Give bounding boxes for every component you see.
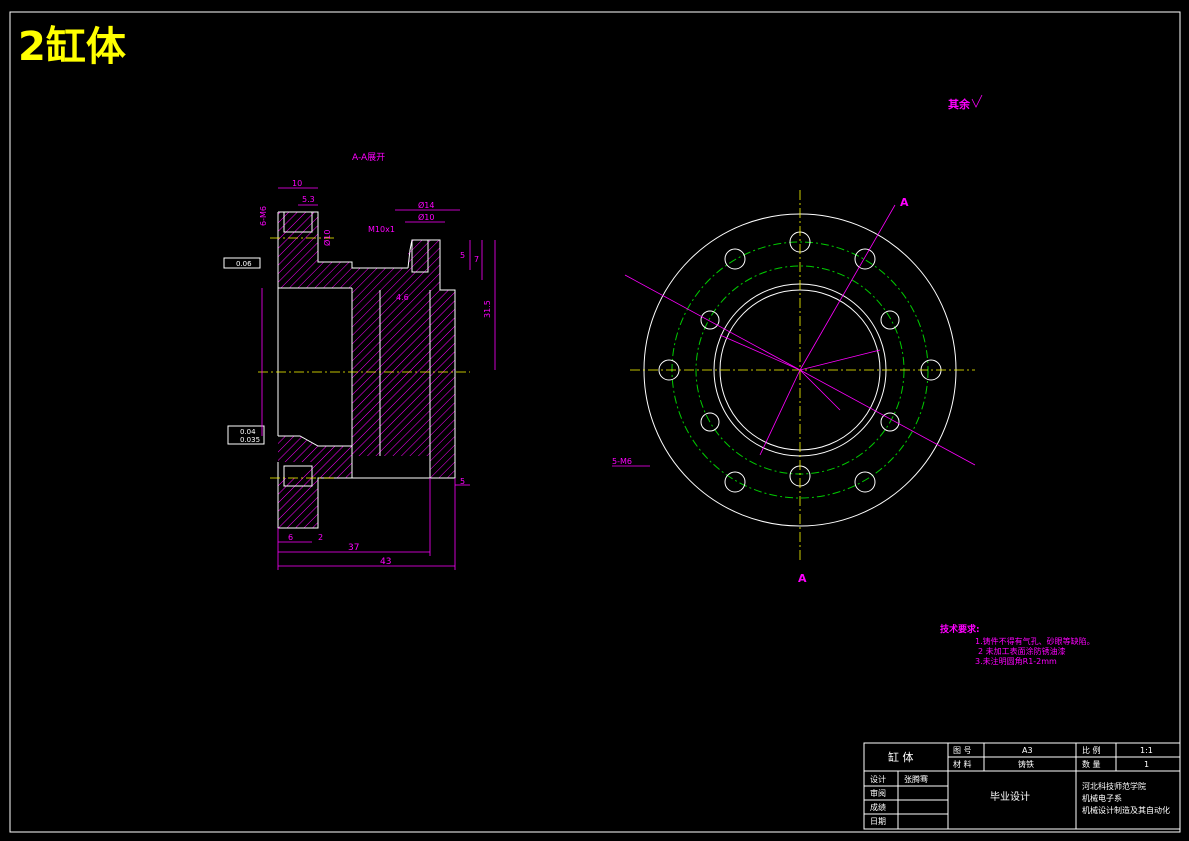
- section-marker-top: A: [900, 196, 909, 209]
- tapped-hole-top: [283, 211, 313, 233]
- qty-value: 1: [1144, 760, 1149, 769]
- tech-req-heading: 技术要求:: [940, 623, 980, 635]
- roughness-symbol-icon: [971, 94, 983, 108]
- tapped-hole: [880, 310, 900, 330]
- material-value: 铸铁: [1018, 759, 1034, 769]
- drawing-border: [9, 11, 1181, 833]
- dim-text-5-3: 5.3: [302, 195, 315, 204]
- drawing-title: 2缸体: [18, 24, 126, 70]
- tech-requirements: 技术要求: 1.铸件不得有气孔、砂眼等缺陷。 2 未加工表面涂防锈油漆 3.未注…: [940, 623, 1095, 666]
- drawing-no: A3: [1022, 746, 1033, 755]
- tolerance-frame-top: [223, 257, 261, 269]
- drawing-no-label: 图 号: [953, 746, 972, 755]
- dim-text-2: 2: [318, 533, 323, 542]
- tapped-hole-bottom: [283, 465, 313, 487]
- bolt-hole: [724, 248, 746, 270]
- designer-name: 张腾骞: [904, 774, 928, 784]
- chamfer-line: [278, 435, 352, 447]
- outline-bottom-step: [351, 456, 430, 479]
- roughness-note: 其余: [948, 97, 971, 111]
- date-label: 日期: [870, 817, 886, 826]
- project-name: 毕业设计: [990, 790, 1030, 803]
- diameter-leader-4: [799, 349, 881, 371]
- section-marker-bottom: A: [798, 572, 807, 585]
- dim-text-5: 5: [460, 251, 465, 260]
- review-label: 审阅: [870, 788, 886, 798]
- dim-text-6: 6: [288, 533, 293, 542]
- diameter-leader-3: [719, 334, 801, 371]
- bolt-hole: [854, 248, 876, 270]
- section-label: A-A展开: [352, 152, 385, 163]
- material-label: 材 料: [953, 759, 972, 769]
- dim-text-10: 10: [292, 179, 302, 188]
- title-block: 缸 体 图 号 A3 材 料 铸铁 比 例 1:1 数 量 1 设计 张腾骞 审…: [863, 742, 1181, 830]
- diameter-leader-2: [799, 369, 841, 411]
- tech-req-item: 3.未注明圆角R1-2mm: [975, 656, 1057, 666]
- section-hatch: [278, 212, 455, 528]
- dim-text-d10b: Ø10: [418, 212, 434, 222]
- dim-text-m6: 6-M6: [259, 206, 268, 226]
- score-label: 成绩: [870, 802, 886, 812]
- dim-text-5r: 5: [460, 477, 465, 486]
- dim-text-31-5: 31.5: [483, 300, 492, 318]
- scale-value: 1:1: [1140, 746, 1153, 755]
- bolt-hole: [854, 471, 876, 493]
- dim-text-d14: Ø14: [418, 200, 434, 210]
- dim-text-m10: M10x1: [368, 225, 395, 234]
- part-name: 缸 体: [888, 750, 914, 764]
- tapped-hole: [880, 412, 900, 432]
- dim-text-4-6: 4.6: [396, 293, 409, 302]
- section-cut-arm: [799, 204, 896, 371]
- outline-right: [407, 239, 456, 479]
- tech-req-item: 2 未加工表面涂防锈油漆: [978, 646, 1066, 656]
- design-label: 设计: [870, 774, 886, 784]
- dim-text-43: 43: [380, 557, 391, 567]
- tolerance-value-top: 0.06: [236, 260, 252, 268]
- tolerance-value-mid: 0.04: [240, 428, 256, 436]
- qty-label: 数 量: [1082, 759, 1101, 769]
- scale-label: 比 例: [1082, 745, 1101, 755]
- bolt-hole-label: 5-M6: [612, 457, 632, 466]
- dim-text-7: 7: [474, 255, 479, 264]
- dim-text-37: 37: [348, 543, 359, 553]
- major-name: 机械设计制造及其自动化: [1082, 805, 1170, 815]
- port-hole: [411, 239, 429, 273]
- tolerance-frame-mid: [227, 425, 265, 445]
- front-view: A A 5-M6: [612, 190, 976, 585]
- diameter-leader-1: [759, 369, 801, 456]
- bolt-hole: [724, 471, 746, 493]
- school-name: 河北科技师范学院: [1082, 781, 1146, 791]
- tapped-hole: [700, 310, 720, 330]
- dim-text-d10: Ø10: [322, 230, 332, 246]
- department-name: 机械电子系: [1082, 793, 1122, 803]
- section-view: A-A展开 10 5.3 6-M6 Ø10 M10x1 Ø14 Ø10: [223, 152, 496, 570]
- tolerance-value-mid2: 0.035: [240, 436, 260, 444]
- tech-req-item: 1.铸件不得有气孔、砂眼等缺陷。: [975, 636, 1095, 646]
- tapped-hole: [700, 412, 720, 432]
